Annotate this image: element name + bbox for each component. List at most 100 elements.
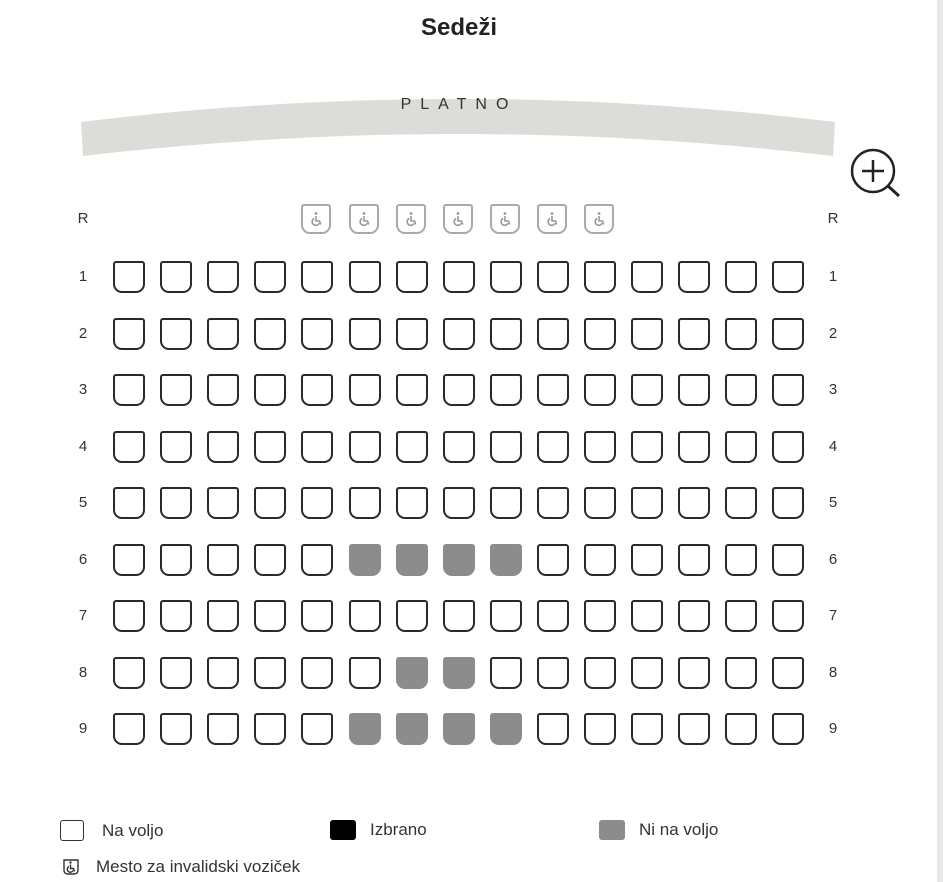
seat-available[interactable] bbox=[301, 261, 333, 293]
scrollbar[interactable] bbox=[937, 0, 943, 882]
wheelchair-seat[interactable] bbox=[490, 204, 520, 234]
seat-available[interactable] bbox=[254, 600, 286, 632]
seat-available[interactable] bbox=[254, 318, 286, 350]
seat-available[interactable] bbox=[301, 487, 333, 519]
seat-available[interactable] bbox=[207, 657, 239, 689]
seat-available[interactable] bbox=[443, 487, 475, 519]
seat-available[interactable] bbox=[443, 374, 475, 406]
seat-available[interactable] bbox=[537, 261, 569, 293]
seat-available[interactable] bbox=[725, 261, 757, 293]
seat-available[interactable] bbox=[490, 600, 522, 632]
seat-available[interactable] bbox=[301, 374, 333, 406]
seat-available[interactable] bbox=[772, 374, 804, 406]
seat-available[interactable] bbox=[631, 431, 663, 463]
seat-available[interactable] bbox=[631, 657, 663, 689]
seat-available[interactable] bbox=[301, 600, 333, 632]
seat-available[interactable] bbox=[160, 261, 192, 293]
seat-available[interactable] bbox=[631, 318, 663, 350]
seat-available[interactable] bbox=[772, 318, 804, 350]
seat-available[interactable] bbox=[113, 487, 145, 519]
seat-available[interactable] bbox=[301, 318, 333, 350]
seat-available[interactable] bbox=[772, 487, 804, 519]
seat-available[interactable] bbox=[396, 261, 428, 293]
seat-available[interactable] bbox=[207, 544, 239, 576]
seat-available[interactable] bbox=[678, 600, 710, 632]
seat-available[interactable] bbox=[631, 600, 663, 632]
seat-available[interactable] bbox=[490, 318, 522, 350]
wheelchair-seat[interactable] bbox=[301, 204, 331, 234]
zoom-in-icon[interactable] bbox=[849, 148, 901, 198]
seat-available[interactable] bbox=[584, 318, 616, 350]
seat-available[interactable] bbox=[537, 600, 569, 632]
seat-available[interactable] bbox=[396, 431, 428, 463]
seat-available[interactable] bbox=[207, 431, 239, 463]
seat-available[interactable] bbox=[678, 374, 710, 406]
seat-available[interactable] bbox=[113, 713, 145, 745]
seat-available[interactable] bbox=[443, 318, 475, 350]
seat-available[interactable] bbox=[678, 657, 710, 689]
seat-available[interactable] bbox=[725, 374, 757, 406]
seat-available[interactable] bbox=[537, 657, 569, 689]
seat-available[interactable] bbox=[113, 261, 145, 293]
seat-available[interactable] bbox=[396, 487, 428, 519]
seat-available[interactable] bbox=[678, 431, 710, 463]
seat-available[interactable] bbox=[160, 600, 192, 632]
seat-available[interactable] bbox=[490, 487, 522, 519]
seat-available[interactable] bbox=[678, 713, 710, 745]
seat-available[interactable] bbox=[584, 657, 616, 689]
seat-available[interactable] bbox=[349, 318, 381, 350]
seat-available[interactable] bbox=[113, 544, 145, 576]
seat-available[interactable] bbox=[349, 374, 381, 406]
wheelchair-seat[interactable] bbox=[443, 204, 473, 234]
seat-available[interactable] bbox=[349, 431, 381, 463]
seat-available[interactable] bbox=[678, 318, 710, 350]
seat-available[interactable] bbox=[396, 374, 428, 406]
seat-available[interactable] bbox=[537, 544, 569, 576]
seat-available[interactable] bbox=[254, 374, 286, 406]
seat-available[interactable] bbox=[772, 261, 804, 293]
seat-available[interactable] bbox=[490, 431, 522, 463]
seat-available[interactable] bbox=[537, 487, 569, 519]
seat-available[interactable] bbox=[396, 600, 428, 632]
seat-available[interactable] bbox=[537, 318, 569, 350]
seat-available[interactable] bbox=[396, 318, 428, 350]
seat-available[interactable] bbox=[772, 713, 804, 745]
seat-available[interactable] bbox=[584, 600, 616, 632]
seat-available[interactable] bbox=[584, 544, 616, 576]
seat-available[interactable] bbox=[725, 544, 757, 576]
seat-available[interactable] bbox=[725, 713, 757, 745]
seat-available[interactable] bbox=[584, 261, 616, 293]
seat-available[interactable] bbox=[443, 431, 475, 463]
seat-available[interactable] bbox=[725, 487, 757, 519]
seat-available[interactable] bbox=[537, 374, 569, 406]
seat-available[interactable] bbox=[207, 600, 239, 632]
seat-available[interactable] bbox=[725, 600, 757, 632]
seat-available[interactable] bbox=[160, 431, 192, 463]
seat-available[interactable] bbox=[349, 600, 381, 632]
seat-available[interactable] bbox=[254, 713, 286, 745]
seat-available[interactable] bbox=[207, 487, 239, 519]
seat-available[interactable] bbox=[631, 487, 663, 519]
seat-available[interactable] bbox=[254, 431, 286, 463]
seat-available[interactable] bbox=[772, 431, 804, 463]
seat-available[interactable] bbox=[537, 431, 569, 463]
seat-available[interactable] bbox=[349, 261, 381, 293]
seat-available[interactable] bbox=[631, 544, 663, 576]
seat-available[interactable] bbox=[490, 374, 522, 406]
seat-available[interactable] bbox=[631, 261, 663, 293]
wheelchair-seat[interactable] bbox=[584, 204, 614, 234]
seat-available[interactable] bbox=[160, 544, 192, 576]
seat-available[interactable] bbox=[584, 374, 616, 406]
seat-available[interactable] bbox=[207, 713, 239, 745]
seat-available[interactable] bbox=[443, 600, 475, 632]
seat-available[interactable] bbox=[584, 431, 616, 463]
seat-available[interactable] bbox=[301, 657, 333, 689]
seat-available[interactable] bbox=[113, 657, 145, 689]
seat-available[interactable] bbox=[160, 657, 192, 689]
seat-available[interactable] bbox=[160, 713, 192, 745]
seat-available[interactable] bbox=[207, 261, 239, 293]
seat-available[interactable] bbox=[254, 487, 286, 519]
seat-available[interactable] bbox=[207, 374, 239, 406]
wheelchair-seat[interactable] bbox=[537, 204, 567, 234]
seat-available[interactable] bbox=[349, 487, 381, 519]
